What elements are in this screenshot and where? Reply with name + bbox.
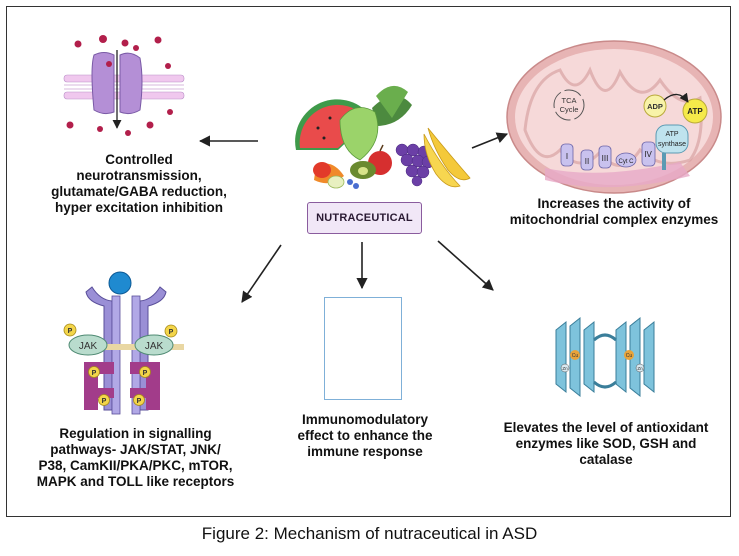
figure-caption: Figure 2: Mechanism of nutraceutical in … (201, 524, 538, 543)
p-badge-1: P (68, 328, 73, 335)
cu-left-label: Cu (572, 353, 579, 359)
p-badge-2: P (169, 329, 174, 336)
arrow-to-antiox (437, 240, 494, 291)
cyt-c-label: Cyt C (619, 159, 635, 165)
signalling-label: Regulation in signalling pathways- JAK/S… (28, 426, 243, 490)
neuro-line-2: neurotransmission, (76, 168, 202, 183)
immunomodulatory-label: Immunomodulatory effect to enhance the i… (285, 412, 445, 460)
complex-2-label: II (585, 157, 589, 166)
immune-line-1: Immunomodulatory (301, 412, 428, 427)
nutraceutical-label: NUTRACEUTICAL (316, 212, 413, 224)
arrows (198, 132, 509, 303)
atp-label: ATP (687, 107, 703, 116)
neuro-line-4: hyper excitation inhibition (54, 200, 223, 215)
complex-4-label: IV (644, 150, 652, 159)
mito-line-2: mitochondrial complex enzymes (509, 212, 719, 227)
embryo-frame (324, 297, 402, 400)
neuro-line-3: glutamate/GABA reduction, (51, 184, 227, 199)
jak-right-label: JAK (145, 341, 164, 352)
mitochondria-label: Increases the activity of mitochondrial … (500, 196, 728, 228)
cu-right-label: Cu (626, 353, 633, 359)
arrow-to-signal (241, 244, 282, 303)
antiox-line-2: enzymes like SOD, GSH and (515, 436, 697, 451)
p-badge-6: P (137, 398, 142, 405)
ion-channel-illustration (63, 35, 185, 136)
nutraceutical-box: NUTRACEUTICAL (307, 202, 422, 234)
p-badge-3: P (92, 370, 97, 377)
zn-right-label: Zn (637, 366, 643, 371)
signal-line-4: MAPK and TOLL like receptors (36, 474, 235, 489)
signal-line-1: Regulation in signalling (59, 426, 212, 441)
antiox-line-1: Elevates the level of antioxidant (503, 420, 709, 435)
jak-stat-receptor-illustration: JAK JAK P P P P P P (63, 271, 184, 415)
signal-line-3: P38, CamKII/PKA/PKC, mTOR, (38, 458, 233, 473)
fruits-vegetables-illustration (295, 85, 471, 189)
neurotransmission-label: Controlled neurotransmission, glutamate/… (44, 152, 234, 216)
jak-left-label: JAK (79, 341, 98, 352)
p-badge-4: P (143, 370, 148, 377)
atp-synthase-label-1: ATP (665, 131, 678, 138)
antioxidant-label: Elevates the level of antioxidant enzyme… (490, 420, 722, 468)
complex-1-label: I (566, 152, 568, 161)
zn-left-label: Zn (562, 366, 568, 371)
arrow-to-mito (471, 132, 509, 149)
complex-3-label: III (602, 154, 609, 163)
mito-line-1: Increases the activity of (537, 196, 691, 211)
tca-label-2: Cycle (560, 105, 579, 114)
immune-line-3: immune response (307, 444, 423, 459)
antiox-line-3: catalase (579, 452, 633, 467)
signal-line-2: pathways- JAK/STAT, JNK/ (50, 442, 221, 457)
neuro-line-1: Controlled (105, 152, 173, 167)
adp-label: ADP (647, 102, 663, 111)
tca-label-1: TCA (562, 96, 577, 105)
p-badge-5: P (102, 398, 107, 405)
atp-synthase-label-2: synthase (658, 141, 686, 148)
mitochondrion-illustration: TCA Cycle ADP ATP ATP synthase I II III … (506, 40, 722, 194)
antioxidant-enzyme-illustration: Cu Cu Zn Zn (555, 316, 655, 398)
immune-line-2: effect to enhance the (297, 428, 433, 443)
